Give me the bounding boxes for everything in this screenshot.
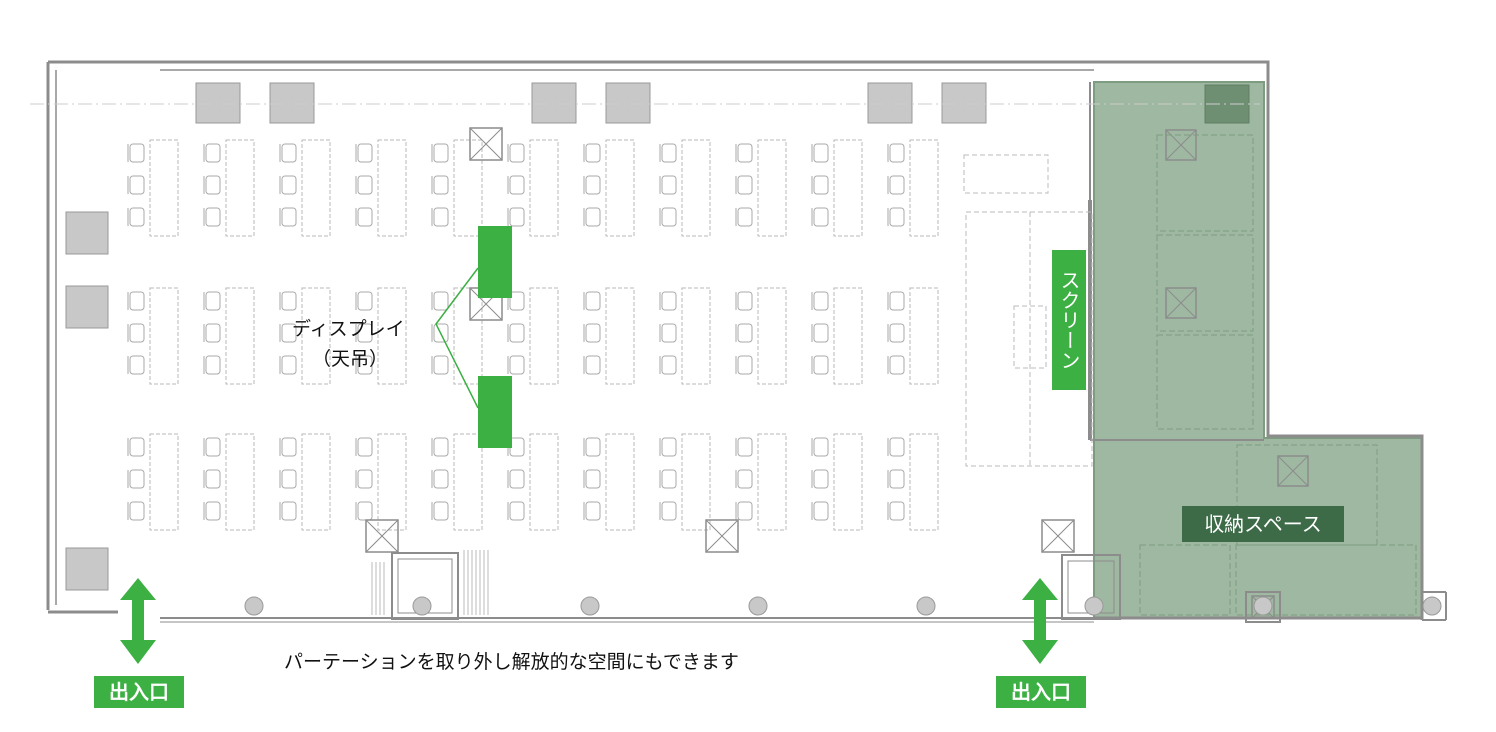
stair-hatch: [371, 550, 489, 615]
x-box-icon: [365, 519, 399, 553]
display-leader-lines: [435, 267, 479, 409]
desk-group: [887, 139, 939, 237]
x-boxes: [365, 127, 1309, 619]
display-bottom: [478, 376, 512, 448]
display-label: ディスプレイ: [292, 318, 405, 340]
desk-grid: [127, 139, 939, 531]
desk-group: [279, 433, 331, 531]
desk-group: [203, 433, 255, 531]
desk-group: [811, 139, 863, 237]
desk-group: [279, 287, 331, 385]
desk-group: [735, 433, 787, 531]
column-circle-icon: [748, 596, 768, 616]
double-arrow-icon: [1022, 578, 1058, 664]
desk-group: [887, 433, 939, 531]
desk-group: [659, 433, 711, 531]
desk-group: [127, 433, 179, 531]
x-box-icon: [469, 127, 503, 161]
top-columns: [195, 82, 987, 124]
display-top: [478, 226, 512, 298]
x-box-icon: [705, 519, 739, 553]
desk-group: [811, 287, 863, 385]
screen-area: [963, 154, 1093, 467]
column-circles: [244, 596, 1442, 616]
column-circle-icon: [412, 596, 432, 616]
desk-group: [127, 287, 179, 385]
desk-group: [203, 139, 255, 237]
desk-group: [507, 433, 559, 531]
desk-group: [735, 139, 787, 237]
desk-group: [507, 287, 559, 385]
desk-group: [355, 139, 407, 237]
column-circle-icon: [1084, 596, 1104, 616]
column-circle-icon: [1422, 596, 1442, 616]
desk-group: [431, 287, 483, 385]
entrance-left-label: 出入口: [94, 676, 184, 708]
desk-group: [431, 139, 483, 237]
x-box-icon: [1041, 519, 1075, 553]
column-circle-icon: [1253, 596, 1273, 616]
storage-grid: [1139, 134, 1417, 616]
desk-group: [279, 139, 331, 237]
desk-group: [887, 287, 939, 385]
desk-group: [735, 287, 787, 385]
desk-group: [507, 139, 559, 237]
entrance-right-label: 出入口: [996, 676, 1086, 708]
x-box-icon: [1277, 455, 1309, 487]
desk-group: [355, 287, 407, 385]
column-circle-icon: [244, 596, 264, 616]
screen-label: スクリーン: [1052, 250, 1086, 390]
desk-group: [355, 433, 407, 531]
column-circle-icon: [916, 596, 936, 616]
desk-group: [659, 287, 711, 385]
desk-group: [127, 139, 179, 237]
storage-label: 収納スペース: [1182, 506, 1344, 542]
desk-group: [659, 139, 711, 237]
column-circle-icon: [580, 596, 600, 616]
left-columns: [65, 211, 109, 591]
desk-group: [203, 287, 255, 385]
partition-note: パーテーションを取り外し解放的な空間にもできます: [284, 651, 739, 673]
desk-group: [583, 433, 635, 531]
x-box-icon: [1165, 287, 1197, 319]
walls: [46, 60, 1447, 623]
desk-group: [583, 287, 635, 385]
desk-group: [431, 433, 483, 531]
desk-group: [811, 433, 863, 531]
desk-group: [583, 139, 635, 237]
display-sub-label: （天吊）: [312, 348, 389, 370]
double-arrow-icon: [120, 578, 156, 664]
